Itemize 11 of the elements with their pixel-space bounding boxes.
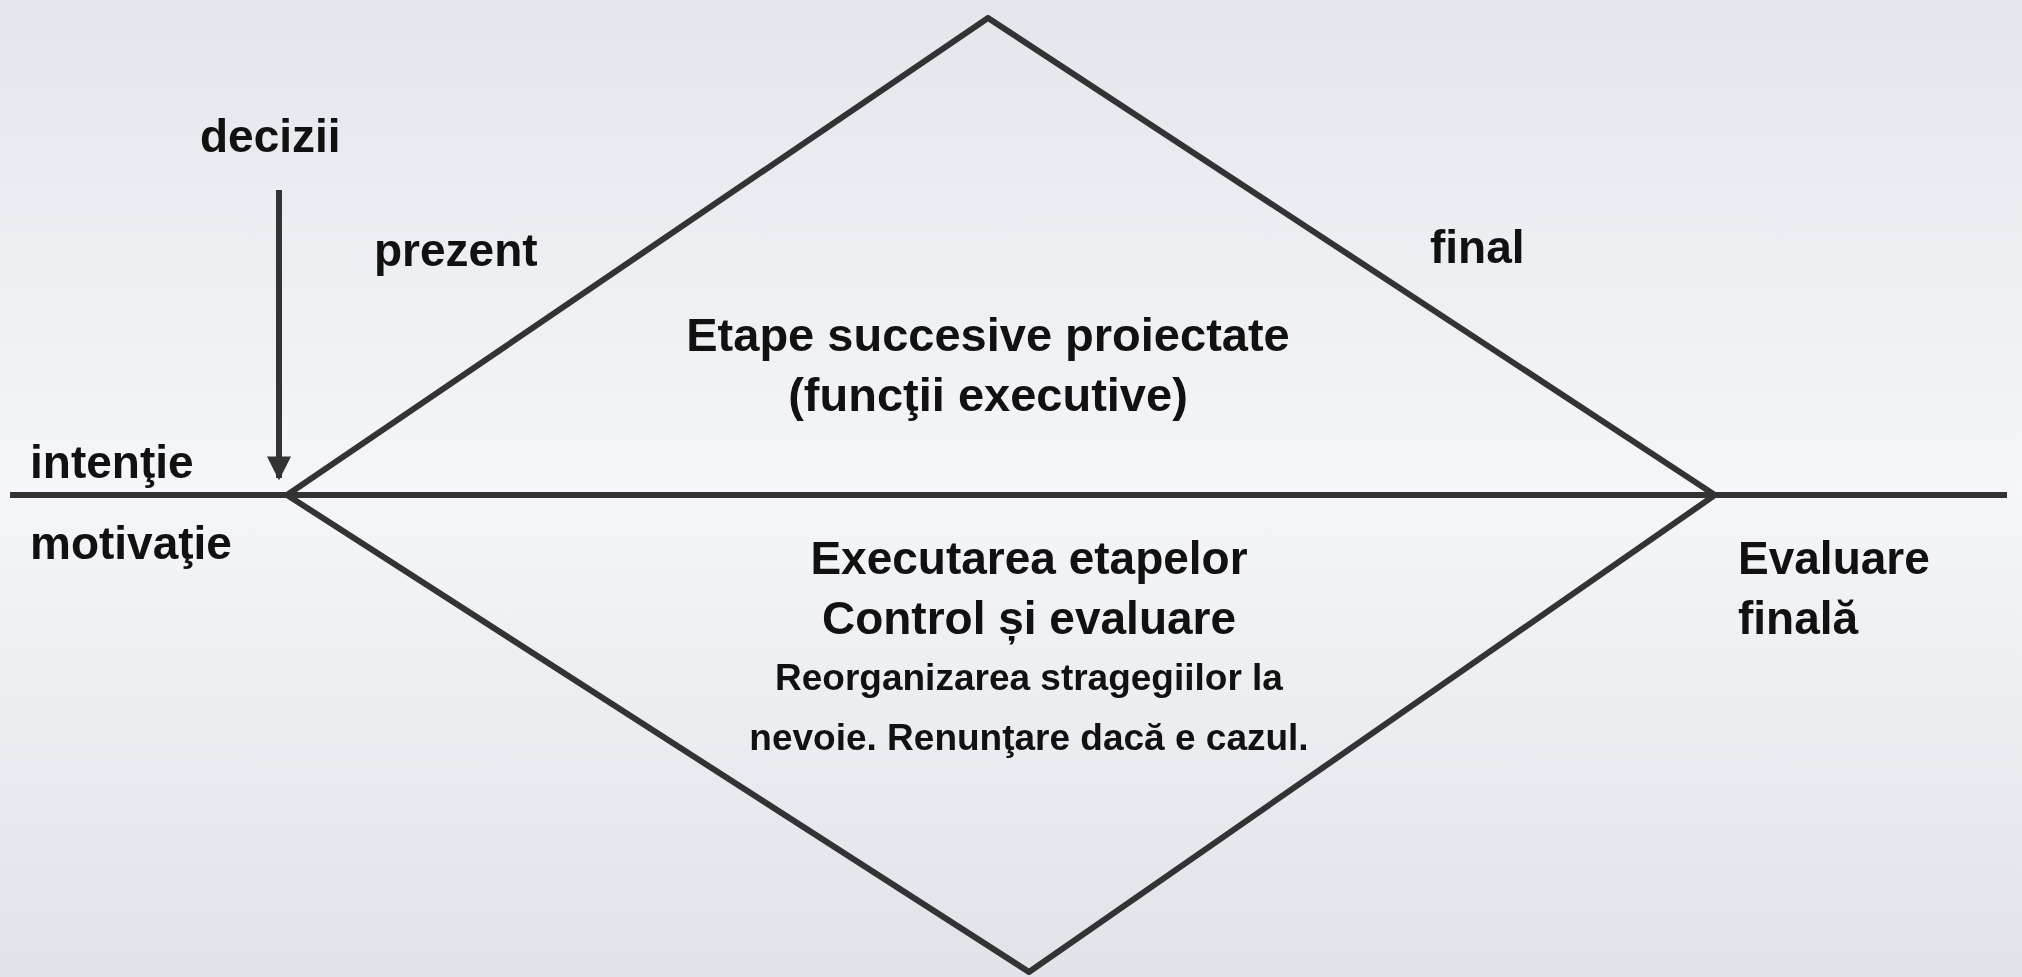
diagram-text: Control și evaluare (821, 591, 1237, 647)
label-text: final (1430, 220, 1526, 275)
diagram-text: Executarea etapelor (810, 531, 1248, 586)
label-text: motivaţie (30, 516, 233, 571)
label-text: prezent (374, 223, 539, 278)
diagram-text: Reorganizarea stragegiilor la nevoie. Renunţare dacă e cazul. (748, 656, 1310, 760)
label-text: decizii (200, 108, 341, 166)
label-text: Evaluare finală (1738, 531, 1931, 646)
diagram-text: Etape succesive proiectate (funcţii executive) (685, 307, 1291, 423)
arrow (267, 190, 291, 481)
label-text: intenţie (30, 435, 195, 490)
